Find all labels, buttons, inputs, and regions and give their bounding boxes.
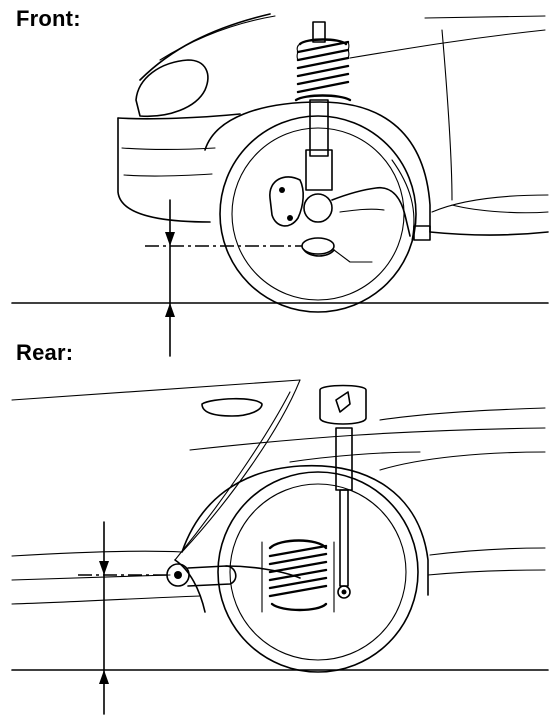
front-section-label: Front: — [16, 6, 81, 31]
front-view — [11, 13, 549, 357]
front-wheel — [219, 115, 417, 313]
rear-shock-absorber-icon — [319, 384, 367, 599]
rear-coil-spring-icon — [261, 539, 335, 613]
rear-body-outline — [11, 379, 546, 613]
rear-axle-arm — [166, 563, 301, 587]
front-knuckle-hub — [269, 176, 431, 263]
rear-view — [11, 379, 549, 715]
front-coil-spring — [294, 21, 352, 191]
front-measurement-arrow-icon — [165, 199, 175, 357]
front-body-outline — [117, 13, 549, 236]
rear-wheel — [217, 471, 419, 673]
rear-measurement-arrow-icon — [99, 521, 109, 715]
rear-section-label: Rear: — [16, 340, 74, 365]
